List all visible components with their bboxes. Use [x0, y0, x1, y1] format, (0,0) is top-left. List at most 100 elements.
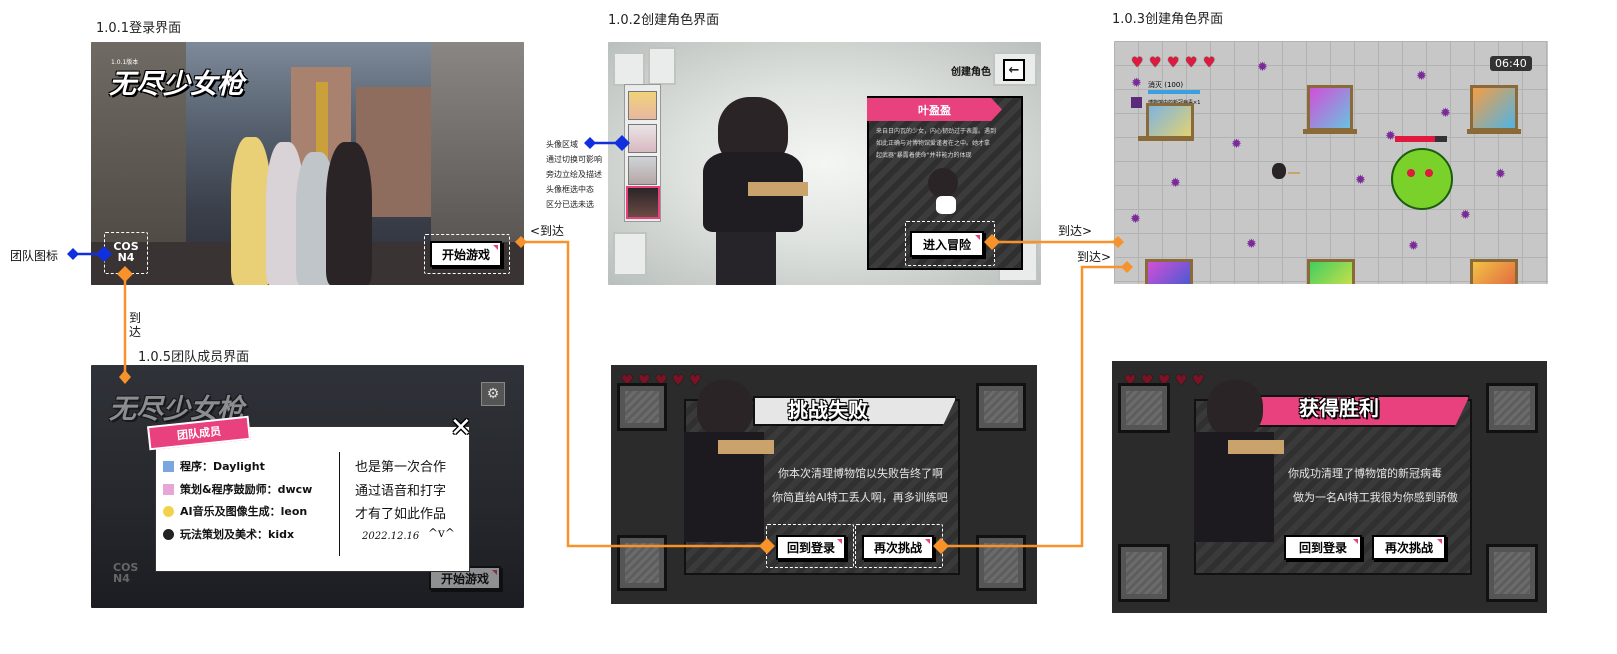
member-row: 策划&程序鼓励师：dwcw — [163, 481, 312, 497]
character-portrait-weapon — [748, 182, 808, 196]
game-screen-title: 1.0.3创建角色界面 — [1112, 12, 1224, 27]
dim-painting — [617, 383, 667, 431]
virus-icon: ✹ — [1257, 60, 1268, 75]
fail-banner-bg — [753, 396, 957, 426]
dim-painting — [1486, 544, 1538, 602]
dim-painting — [617, 535, 667, 591]
character-blonde — [231, 137, 271, 285]
heart-icon: ♥ — [689, 373, 702, 389]
avatar-dark-hair-selected[interactable] — [626, 186, 660, 219]
start-button-highlight — [424, 234, 510, 274]
team-logo-dim: COS N4 — [113, 562, 138, 584]
heart-icon: ♥ — [1131, 55, 1144, 71]
virus-icon: ✹ — [1170, 176, 1181, 191]
dim-painting — [1486, 383, 1538, 433]
member-avatar-icon — [163, 529, 174, 540]
member-row: 玩法策划及美术：kidx — [163, 526, 294, 542]
heart-icon: ♥ — [672, 373, 685, 389]
painting-base — [1138, 136, 1194, 141]
win-character-head — [1207, 380, 1263, 438]
virus-icon: ✹ — [1416, 69, 1427, 84]
win-character-weapon — [1228, 440, 1284, 454]
kill-progress-bar — [1148, 90, 1200, 94]
heart-icon: ♥ — [1192, 373, 1205, 389]
avatar-blonde[interactable] — [628, 91, 657, 120]
member-avatar-icon — [163, 461, 174, 472]
wall-frame — [648, 47, 676, 85]
back-arrow-icon[interactable]: ← — [1003, 59, 1025, 81]
heart-icon: ♥ — [1185, 55, 1198, 71]
boss-health-fill — [1395, 136, 1435, 142]
team-logo-top: COS — [113, 240, 139, 253]
virus-icon: ✹ — [1495, 167, 1506, 182]
team-logo-bottom: N4 — [113, 572, 130, 585]
building-right — [431, 42, 524, 242]
street-sign — [316, 82, 328, 172]
signature-smile: ^v^ — [428, 526, 455, 540]
heart-icon: ♥ — [1203, 55, 1216, 71]
logo-tag: 1.0.1版本 — [111, 59, 139, 66]
login-screen-mockup: 1.0.1版本 无尽少女枪 COS N4 开始游戏 — [91, 42, 524, 285]
enter-adventure-button[interactable]: 进入冒险 — [910, 231, 984, 257]
painting — [1470, 259, 1518, 284]
virus-icon: ✹ — [1385, 129, 1396, 144]
fail-message-line: 你简直给AI特工丢人啊，再多训练吧 — [772, 491, 948, 504]
chibi-character-body — [936, 196, 956, 214]
win-retry-button[interactable]: 再次挑战 — [1372, 535, 1446, 560]
close-icon[interactable]: ✕ — [450, 413, 472, 443]
arrive-left-label: <到达 — [530, 224, 565, 238]
boss-eye-icon — [1407, 169, 1415, 177]
painting-base — [1467, 129, 1521, 134]
role-description: 来自日内瓦的少女，内心韧劲过于表露。遇到 如此正确与对博物馆爱谨者在之中。她才拿… — [876, 126, 996, 162]
fail-character-head — [697, 380, 753, 438]
role-desc-line: 来自日内瓦的少女，内心韧劲过于表露。遇到 — [876, 128, 997, 135]
dim-painting — [976, 535, 1026, 591]
annotation-line: 头像区域 — [546, 140, 578, 149]
member-label: 玩法策划及美术：kidx — [180, 528, 295, 541]
fail-back-to-login-button[interactable]: 回到登录 — [776, 535, 846, 560]
boss-icon — [1131, 97, 1142, 108]
team-logo[interactable]: COS N4 — [109, 241, 143, 263]
avatar-area-annotation: 头像区域 通过切换可影响 旁边立绘及描述 头像框选中态 区分已选未选 — [546, 137, 602, 212]
painting — [1146, 103, 1194, 139]
win-banner-text: 获得胜利 — [1299, 396, 1379, 420]
virus-icon: ✹ — [1460, 208, 1471, 223]
fail-character-weapon — [718, 440, 774, 454]
virus-icon: ✹ — [1131, 76, 1142, 91]
create-header: 创建角色 — [951, 67, 991, 78]
note-line: 才有了如此作品 — [355, 507, 447, 522]
member-row: AI音乐及图像生成：leon — [163, 503, 307, 519]
arrive-char: 到 — [129, 311, 142, 325]
card-divider — [339, 452, 340, 556]
heart-icon: ♥ — [1149, 55, 1162, 71]
fail-banner-text: 挑战失败 — [788, 398, 868, 422]
gear-icon[interactable]: ⚙ — [481, 382, 505, 406]
member-avatar-icon — [163, 506, 174, 517]
wall-frame — [613, 52, 645, 86]
create-screen-title: 1.0.2创建角色界面 — [608, 13, 720, 28]
team-member-card — [155, 426, 470, 572]
team-logo-top: COS — [113, 561, 139, 574]
avatar-silver-hair[interactable] — [628, 156, 657, 185]
start-game-button[interactable]: 开始游戏 — [430, 241, 502, 267]
member-avatar-icon — [163, 484, 174, 495]
virus-icon: ✹ — [1408, 239, 1419, 254]
win-message-line: 你成功清理了博物馆的新冠病毒 — [1288, 467, 1442, 480]
arrive-right-label-1: 到达> — [1058, 224, 1093, 238]
dim-painting — [1118, 383, 1170, 433]
game-timer: 06:40 — [1490, 56, 1532, 71]
painting — [1307, 85, 1353, 131]
game-logo: 无尽少女枪 — [109, 69, 244, 100]
role-desc-line: 如此正确与对博物馆爱谨者在之中。她才拿 — [876, 140, 991, 147]
team-icon-annotation: 团队图标 — [10, 249, 59, 263]
virus-icon: ✹ — [1130, 212, 1141, 227]
fail-retry-button[interactable]: 再次挑战 — [862, 535, 934, 560]
avatar-white-hair[interactable] — [628, 124, 657, 153]
player-gun-icon — [1288, 172, 1300, 174]
win-back-to-login-button[interactable]: 回到登录 — [1284, 535, 1362, 560]
annotation-line: 旁边立绘及描述 — [546, 170, 602, 179]
arrive-char: 达 — [129, 325, 142, 339]
dim-painting — [1118, 544, 1170, 602]
dim-painting — [976, 383, 1026, 431]
annotation-line: 通过切换可影响 — [546, 155, 602, 164]
